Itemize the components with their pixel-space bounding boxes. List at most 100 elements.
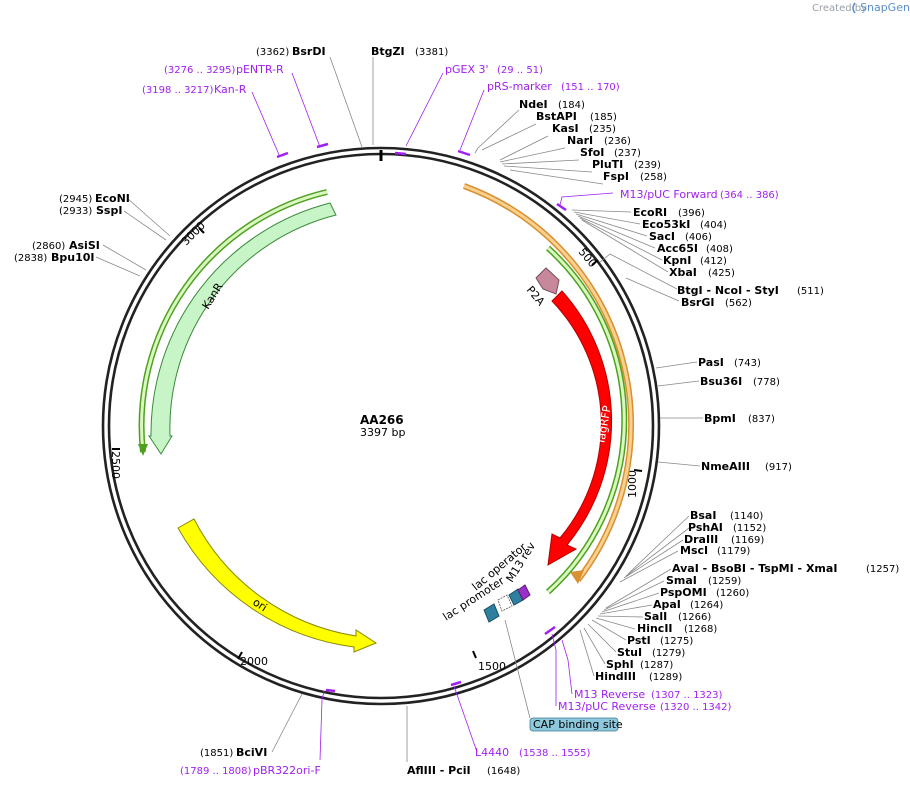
enzyme-hindiii[interactable]: HindIII	[595, 670, 636, 683]
enzyme-sphi[interactable]: SphI	[606, 658, 634, 671]
primer-m13-puc-forward[interactable]: M13/pUC Forward	[620, 188, 718, 201]
enzyme-hincii-pos: (1268)	[684, 624, 717, 635]
enzyme-kpni[interactable]: KpnI	[663, 254, 691, 267]
enzyme-sfoi[interactable]: SfoI	[580, 146, 604, 159]
primer-l4440-range: (1538 .. 1555)	[519, 748, 591, 759]
enzyme-smai[interactable]: SmaI	[666, 574, 697, 587]
enzyme-stui-pos: (1279)	[652, 648, 685, 659]
primer-pentr-r-range: (3276 .. 3295)	[164, 65, 236, 76]
plasmid-name: AA266	[360, 413, 404, 427]
enzyme-saci-pos: (406)	[685, 232, 712, 243]
enzyme-btgzi-pos: (3381)	[415, 47, 448, 58]
enzyme-ecori-pos: (396)	[678, 208, 705, 219]
enzyme-saci[interactable]: SacI	[649, 230, 675, 243]
enzyme-bpmi-pos: (837)	[748, 414, 775, 425]
enzyme-bstapi-pos: (185)	[590, 112, 617, 123]
enzyme-bpu10i[interactable]: Bpu10I	[51, 251, 95, 264]
watermark-brand: SnapGene	[860, 1, 910, 14]
enzyme-eco53ki[interactable]: Eco53kI	[642, 218, 690, 231]
enzyme-btgzi[interactable]: BtgZI	[371, 45, 405, 58]
primer-m13-puc-reverse[interactable]: M13/pUC Reverse	[558, 700, 656, 713]
enzyme-draiii-pos: (1169)	[731, 535, 764, 546]
enzyme-asisi-pos: (2860)	[32, 241, 65, 252]
enzyme-nmeaiii-pos: (917)	[765, 462, 792, 473]
enzyme-stui[interactable]: StuI	[617, 646, 642, 659]
primer-pbr322ori-f[interactable]: pBR322ori-F	[253, 764, 321, 777]
feature-lac-operator[interactable]	[497, 594, 513, 612]
lac-region	[483, 584, 531, 623]
enzyme-fspi[interactable]: FspI	[603, 170, 629, 183]
enzyme-xbai[interactable]: XbaI	[669, 266, 697, 279]
enzyme-bsu36i-pos: (778)	[753, 377, 780, 388]
plasmid-length: 3397 bp	[360, 426, 405, 439]
primer-m13-puc-reverse-range: (1320 .. 1342)	[660, 702, 732, 713]
enzyme-xbai-pos: (425)	[708, 268, 735, 279]
feature-ori[interactable]	[177, 518, 378, 653]
enzyme-psti-pos: (1275)	[660, 636, 693, 647]
enzyme-bsai-pos: (1140)	[730, 511, 763, 522]
enzyme-ecori[interactable]: EcoRI	[633, 206, 667, 219]
enzyme-bsu36i[interactable]: Bsu36I	[700, 375, 742, 388]
primer-leader-lines	[251, 72, 614, 761]
enzyme-afliii-pcii[interactable]: AflIII - PciI	[407, 764, 471, 777]
enzyme-pshai[interactable]: PshAI	[688, 521, 723, 534]
enzyme-nari[interactable]: NarI	[567, 134, 593, 147]
enzyme-btgi-ncoi-styi-pos: (511)	[797, 286, 824, 297]
enzyme-btgi-ncoi-styi[interactable]: BtgI - NcoI - StyI	[677, 284, 779, 297]
enzyme-draiii[interactable]: DraIII	[684, 533, 718, 546]
feature-tagrfp[interactable]	[547, 290, 613, 566]
snapgene-logo-icon	[852, 2, 856, 14]
primer-m13-reverse-range: (1307 .. 1323)	[651, 690, 723, 701]
enzyme-asisi[interactable]: AsiSI	[69, 239, 100, 252]
enzyme-pluti[interactable]: PluTI	[592, 158, 623, 171]
enzyme-bpmi[interactable]: BpmI	[704, 412, 736, 425]
enzyme-ndei[interactable]: NdeI	[519, 98, 548, 111]
enzyme-smai-pos: (1259)	[708, 576, 741, 587]
enzyme-kasi[interactable]: KasI	[552, 122, 579, 135]
feature-kanr[interactable]	[148, 202, 337, 455]
feature-p2a[interactable]	[535, 267, 560, 295]
primer-pgex-3[interactable]: pGEX 3'	[445, 63, 489, 76]
enzyme-econi[interactable]: EcoNI	[95, 192, 130, 205]
enzyme-nmeaiii[interactable]: NmeAIII	[701, 460, 750, 473]
primer-m13-reverse[interactable]: M13 Reverse	[574, 688, 645, 701]
primer-prs-marker[interactable]: pRS-marker	[487, 80, 552, 93]
enzyme-sfoi-pos: (237)	[614, 148, 641, 159]
tick-label-3000: 3000	[179, 219, 208, 248]
enzyme-bsrgi[interactable]: BsrGI	[681, 296, 714, 309]
enzyme-acc65i[interactable]: Acc65I	[657, 242, 698, 255]
enzyme-econi-pos: (2945)	[59, 194, 92, 205]
enzyme-bsai[interactable]: BsaI	[690, 509, 716, 522]
enzyme-avai-bsobi-tspmi-xmai[interactable]: AvaI - BsoBI - TspMI - XmaI	[672, 562, 837, 575]
enzyme-bsrgi-pos: (562)	[725, 298, 752, 309]
enzyme-msci[interactable]: MscI	[680, 544, 708, 557]
enzyme-psti[interactable]: PstI	[627, 634, 651, 647]
feature-cap-binding-site[interactable]	[529, 717, 619, 732]
tick-label-2000: 2000	[240, 655, 268, 668]
backbone-outer	[101, 146, 661, 706]
primer-pentr-r[interactable]: pENTR-R	[236, 63, 284, 76]
enzyme-fspi-pos: (258)	[640, 172, 667, 183]
enzyme-sspi[interactable]: SspI	[96, 204, 122, 217]
primer-pbr322ori-f-range: (1789 .. 1808)	[180, 766, 252, 777]
feature-m13-rev[interactable]	[517, 584, 531, 601]
enzyme-apai[interactable]: ApaI	[653, 598, 681, 611]
enzyme-pluti-pos: (239)	[634, 160, 661, 171]
enzyme-bcivi[interactable]: BciVI	[236, 746, 267, 759]
feature-lac-promoter[interactable]	[483, 603, 500, 623]
primer-kan-r[interactable]: Kan-R	[214, 83, 247, 96]
primer-pgex-3-range: (29 .. 51)	[497, 65, 543, 76]
enzyme-sali[interactable]: SalI	[644, 610, 667, 623]
enzyme-hincii[interactable]: HincII	[637, 622, 673, 635]
enzyme-bpu10i-pos: (2838)	[14, 253, 47, 264]
enzyme-leader-lines	[95, 56, 703, 762]
enzyme-bsrdi[interactable]: BsrDI	[292, 45, 326, 58]
enzyme-pspomi[interactable]: PspOMI	[660, 586, 707, 599]
enzyme-bstapi[interactable]: BstAPI	[536, 110, 577, 123]
enzyme-sphi-pos: (1287)	[640, 660, 673, 671]
primer-l4440[interactable]: L4440	[475, 746, 509, 759]
tick-label-2500: 2500	[109, 451, 122, 479]
enzyme-pasi[interactable]: PasI	[698, 356, 724, 369]
primer-kan-r-range: (3198 .. 3217)	[142, 85, 214, 96]
